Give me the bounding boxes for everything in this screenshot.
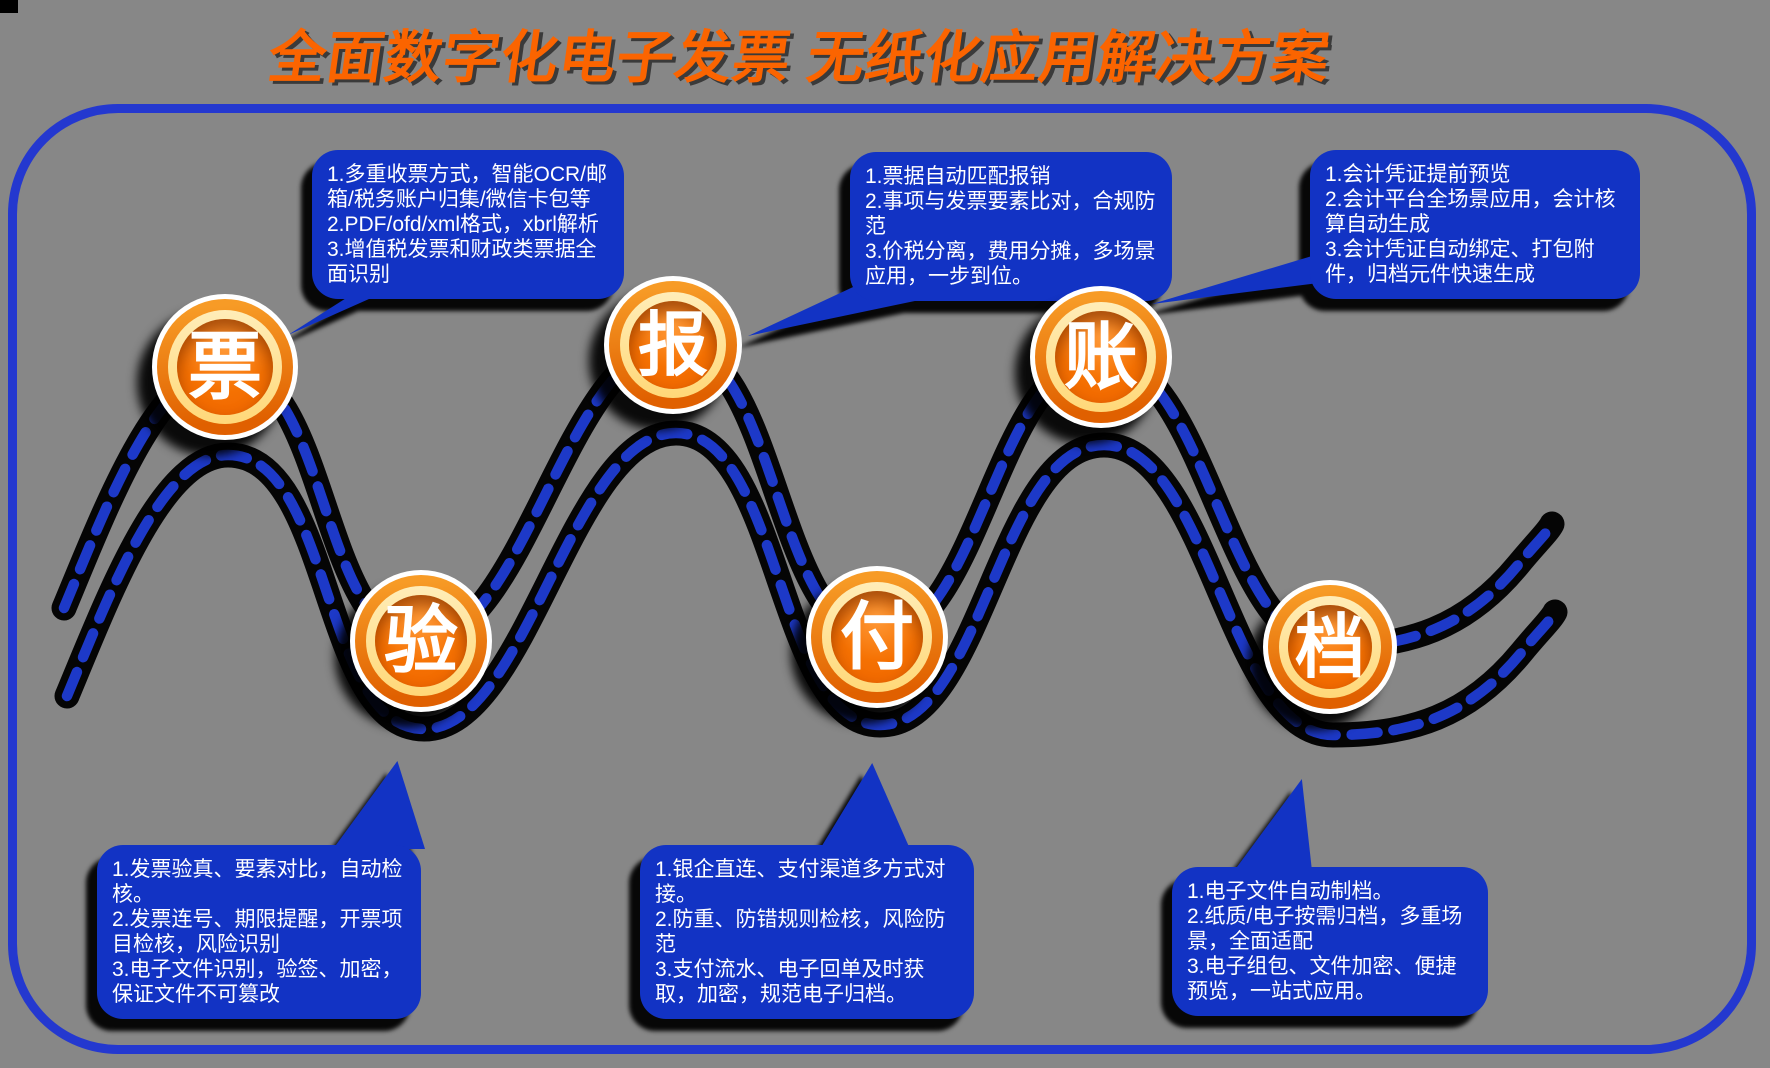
callout-bubble: 1.银企直连、支付渠道多方式对接。 2.防重、防错规则检核，风险防范 3.支付流…	[640, 845, 974, 1019]
callout-bubble: 1.会计凭证提前预览 2.会计平台全场景应用，会计核算自动生成 3.会计凭证自动…	[1310, 150, 1640, 299]
callout-reimburse: 1.票据自动匹配报销 2.事项与发票要素比对，合规防范 3.价税分离，费用分摊，…	[748, 152, 1172, 336]
stage-node-archive: 档	[1263, 580, 1397, 714]
node-core: 账	[1055, 311, 1147, 403]
callout-bubble: 1.发票验真、要素对比，自动检核。 2.发票连号、期限提醒，开票项目检核，风险识…	[97, 845, 421, 1019]
callout-item: 3.支付流水、电子回单及时获取，加密，规范电子归档。	[655, 958, 925, 1006]
node-core: 票	[177, 319, 273, 415]
stage-char: 票	[188, 325, 262, 408]
callout-pay: 1.银企直连、支付渠道多方式对接。 2.防重、防错规则检核，风险防范 3.支付流…	[640, 763, 974, 1019]
callout-item: 3.增值税发票和财政类票据全面识别	[327, 238, 597, 286]
callout-account: 1.会计凭证提前预览 2.会计平台全场景应用，会计核算自动生成 3.会计凭证自动…	[1152, 150, 1640, 304]
stage-node-pay: 付	[806, 566, 948, 708]
node-core: 付	[831, 591, 923, 683]
callout-item: 2.事项与发票要素比对，合规防范	[865, 190, 1156, 238]
stage-char: 验	[384, 599, 458, 682]
stage-char: 档	[1295, 608, 1365, 686]
stage-node-reimburse: 报	[604, 276, 742, 414]
callout-item: 1.多重收票方式，智能OCR/邮箱/税务账户归集/微信卡包等	[327, 163, 608, 211]
callout-item: 2.PDF/ofd/xml格式，xbrl解析	[327, 213, 599, 236]
node-core: 档	[1288, 605, 1372, 689]
node-core: 报	[629, 301, 717, 389]
node-core: 验	[375, 595, 467, 687]
callout-item: 2.会计平台全场景应用，会计核算自动生成	[1325, 188, 1616, 236]
page-title: 全面数字化电子发票 无纸化应用解决方案	[264, 26, 1335, 90]
stage-node-verify: 验	[350, 570, 492, 712]
callout-item: 2.纸质/电子按需归档，多重场景，全面适配	[1187, 905, 1463, 953]
callout-item: 1.电子文件自动制档。	[1187, 880, 1394, 903]
callout-archive: 1.电子文件自动制档。 2.纸质/电子按需归档，多重场景，全面适配 3.电子组包…	[1172, 779, 1488, 1016]
callout-item: 3.价税分离，费用分摊，多场景应用，一步到位。	[865, 240, 1156, 288]
stage-char: 付	[840, 595, 914, 678]
corner-artifact	[0, 0, 18, 13]
callout-bubble: 1.多重收票方式，智能OCR/邮箱/税务账户归集/微信卡包等 2.PDF/ofd…	[312, 150, 624, 299]
callout-item: 3.电子组包、文件加密、便捷预览，一站式应用。	[1187, 955, 1457, 1003]
callout-item: 1.银企直连、支付渠道多方式对接。	[655, 858, 946, 906]
callout-item: 1.发票验真、要素对比，自动检核。	[112, 858, 403, 906]
stage-char: 报	[638, 306, 708, 384]
stage-node-invoice: 票	[152, 294, 298, 440]
callout-bubble: 1.票据自动匹配报销 2.事项与发票要素比对，合规防范 3.价税分离，费用分摊，…	[850, 152, 1172, 301]
callout-verify: 1.发票验真、要素对比，自动检核。 2.发票连号、期限提醒，开票项目检核，风险识…	[97, 761, 425, 1019]
callout-item: 2.防重、防错规则检核，风险防范	[655, 908, 946, 956]
stage-char: 账	[1064, 315, 1138, 398]
callout-item: 1.票据自动匹配报销	[865, 165, 1051, 188]
stage-node-account: 账	[1030, 286, 1172, 428]
callout-item: 2.发票连号、期限提醒，开票项目检核，风险识别	[112, 908, 403, 956]
callout-item: 3.电子文件识别，验签、加密，保证文件不可篡改	[112, 958, 403, 1006]
callout-invoice: 1.多重收票方式，智能OCR/邮箱/税务账户归集/微信卡包等 2.PDF/ofd…	[288, 150, 624, 335]
callout-item: 3.会计凭证自动绑定、打包附件，归档元件快速生成	[1325, 238, 1595, 286]
frame-border	[8, 104, 1756, 1054]
callout-bubble: 1.电子文件自动制档。 2.纸质/电子按需归档，多重场景，全面适配 3.电子组包…	[1172, 867, 1488, 1016]
callout-item: 1.会计凭证提前预览	[1325, 163, 1511, 186]
